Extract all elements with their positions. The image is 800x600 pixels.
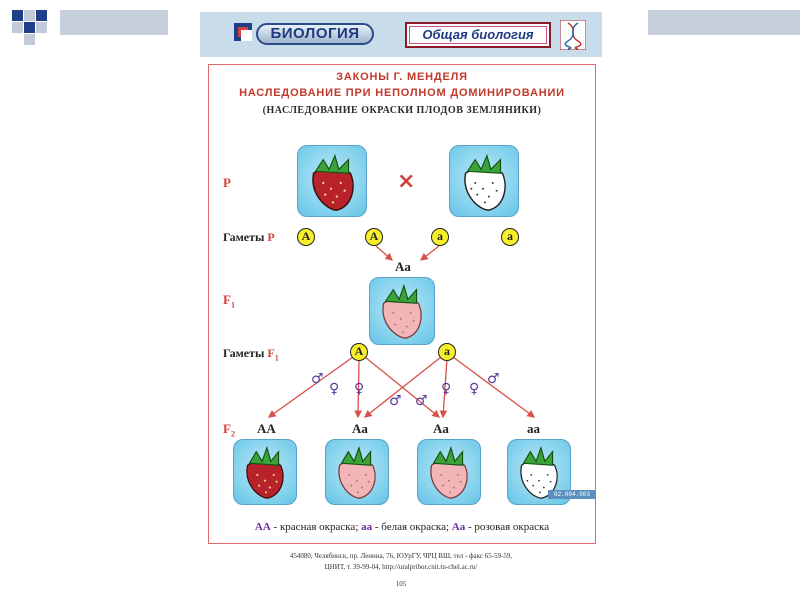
f2-label: F2 — [223, 421, 235, 439]
decor-square — [36, 10, 47, 21]
parent-white-strawberry-tile — [449, 145, 519, 217]
decor-square — [12, 22, 23, 33]
gamete-p-3: a — [431, 228, 449, 246]
f1-pink-strawberry-tile — [369, 277, 435, 345]
arrow — [419, 245, 440, 261]
gamete-p-1: A — [297, 228, 315, 246]
brand-emblem-icon — [234, 23, 252, 41]
male-symbol-icon: ♂ — [487, 371, 500, 387]
f2-pink-strawberry-tile — [417, 439, 481, 505]
female-symbol-icon: ♀ — [329, 381, 340, 397]
diagram-frame: ЗАКОНЫ Г. МЕНДЕЛЯ НАСЛЕДОВАНИЕ ПРИ НЕПОЛ… — [208, 64, 596, 544]
f2-white-strawberry-tile — [507, 439, 571, 505]
male-symbol-icon: ♂ — [389, 393, 402, 409]
f1-label: F1 — [223, 292, 235, 310]
arrow — [375, 245, 393, 261]
decor-square — [36, 22, 47, 33]
brand-logo: БИОЛОГИЯ — [216, 21, 376, 47]
f2-genotype-4: aa — [527, 421, 540, 436]
subject-label: Общая биология — [405, 22, 551, 48]
decor-bar — [60, 10, 168, 35]
f2-red-strawberry-tile — [233, 439, 297, 505]
arrow — [439, 358, 448, 419]
gametes-p-text: Гаметы — [223, 230, 268, 244]
gamete-f1-2: a — [438, 343, 456, 361]
arrow — [452, 356, 536, 418]
cross-icon: × — [397, 169, 416, 194]
female-symbol-icon: ♀ — [469, 381, 480, 397]
gamete-f1-1: A — [350, 343, 368, 361]
gamete-p-2: A — [365, 228, 383, 246]
decor-square — [24, 22, 35, 33]
gamete-p-4: a — [501, 228, 519, 246]
catalog-badge: 02.004.003 — [548, 490, 596, 499]
title-line-3: (НАСЛЕДОВАНИЕ ОКРАСКИ ПЛОДОВ ЗЕМЛЯНИКИ) — [262, 105, 542, 116]
page-number: 105 — [395, 580, 407, 588]
title-line-2: НАСЛЕДОВАНИЕ ПРИ НЕПОЛНОМ ДОМИНИРОВАНИИ — [239, 87, 565, 99]
decor-square — [12, 10, 23, 21]
f2-genotype-2: Aa — [352, 421, 368, 436]
male-symbol-icon: ♂ — [415, 393, 428, 409]
arrow — [267, 356, 354, 418]
title-line-1: ЗАКОНЫ Г. МЕНДЕЛЯ — [336, 71, 468, 83]
gametes-p-gen: P — [267, 230, 275, 244]
f2-pink-strawberry-tile — [325, 439, 389, 505]
parent-red-strawberry-tile — [297, 145, 367, 217]
dna-icon — [560, 20, 586, 50]
female-symbol-icon: ♀ — [354, 381, 365, 397]
gametes-p-label: Гаметы P — [223, 230, 275, 245]
footer-line-1: 454080, Челябинск, пр. Ленина, 76, ЮУрГУ… — [289, 552, 513, 560]
poster: БИОЛОГИЯ Общая биология ЗАКОНЫ Г. МЕНДЕЛ… — [200, 12, 602, 590]
arrow — [363, 356, 442, 418]
footer-line-2: ЦНИТ, т. 39-99-04, http://uralpribor.cni… — [324, 563, 478, 571]
p-label: P — [223, 175, 231, 190]
arrow — [354, 358, 363, 419]
female-symbol-icon: ♀ — [441, 381, 452, 397]
f2-genotype-3: Aa — [433, 421, 449, 436]
f2-genotype-1: AA — [257, 421, 276, 436]
arrow-layer — [267, 245, 536, 419]
male-symbol-icon: ♂ — [311, 371, 324, 387]
decor-square — [24, 10, 35, 21]
f1-genotype: Aa — [395, 259, 411, 274]
decor-bar — [648, 10, 800, 35]
legend: AA - красная окраска; aa - белая окраска… — [254, 521, 550, 533]
decor-square — [24, 34, 35, 45]
gametes-f1-label: Гаметы F1 — [223, 346, 279, 363]
brand-name: БИОЛОГИЯ — [256, 23, 374, 45]
